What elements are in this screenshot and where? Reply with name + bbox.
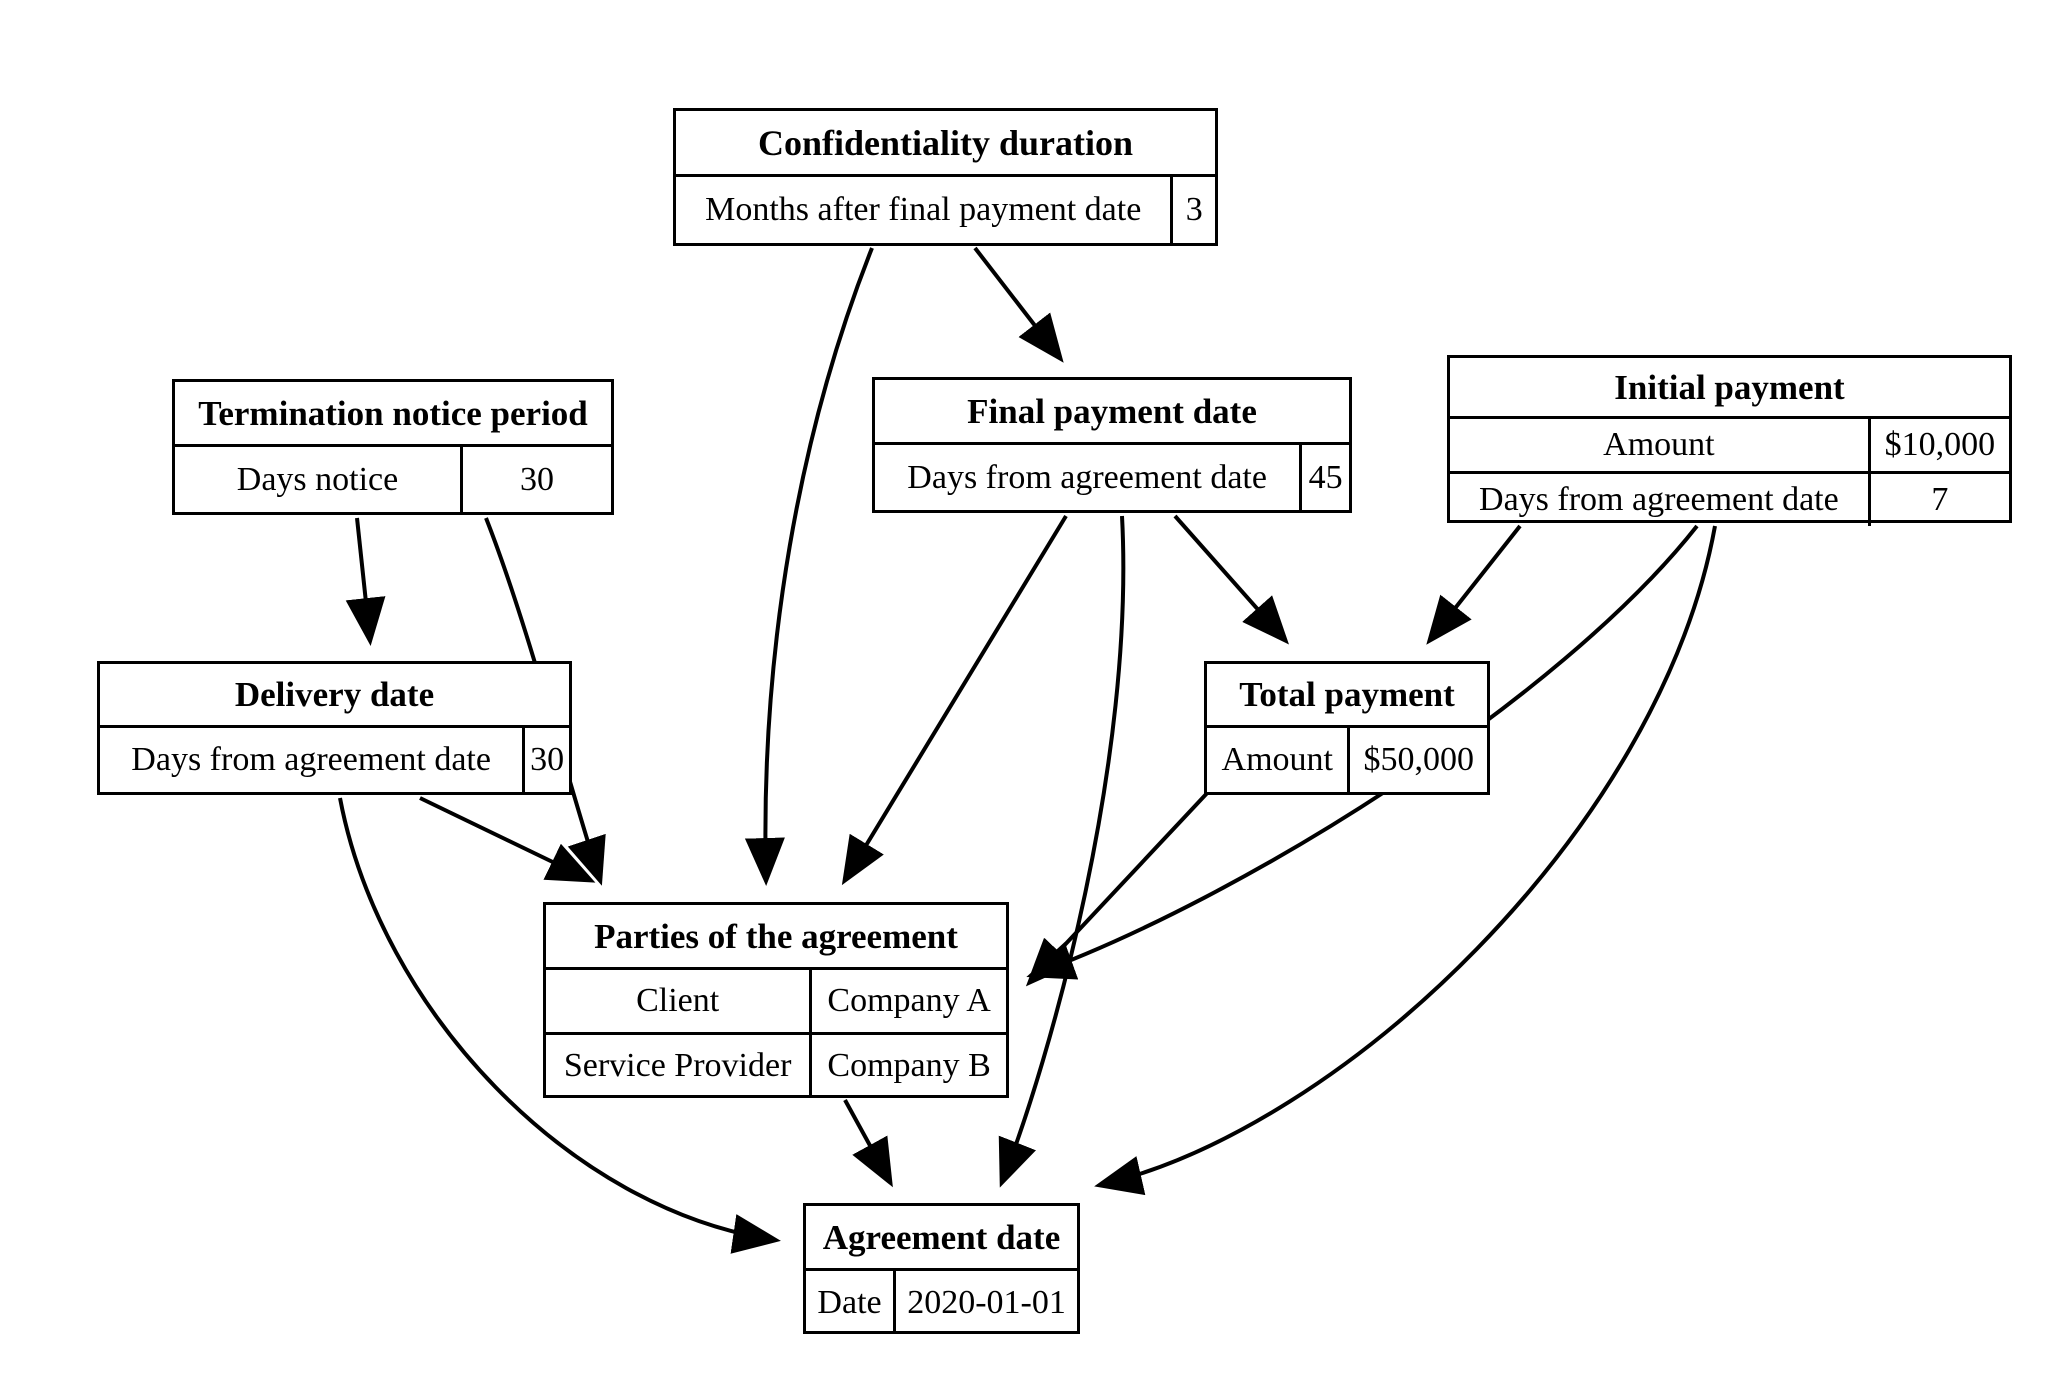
edge-delivery-to-parties (419, 796, 596, 883)
node-title: Agreement date (822, 1217, 1061, 1257)
node-title: Termination notice period (198, 393, 588, 433)
node-row: Client Company A (546, 967, 1006, 1032)
edge-parties-to-agreement (843, 1099, 893, 1188)
row-value: $10,000 (1884, 426, 1996, 463)
row-value: 2020-01-01 (907, 1283, 1066, 1321)
node-row: Date 2020-01-01 (806, 1268, 1077, 1334)
row-key: Client (546, 970, 813, 1032)
row-value: Company A (827, 982, 991, 1019)
row-key: Days notice (175, 447, 464, 512)
row-value: 7 (1931, 481, 1949, 518)
edge-termination-to-delivery (345, 517, 386, 646)
node-title: Initial payment (1614, 367, 1845, 407)
row-value: $50,000 (1363, 741, 1474, 778)
node-termination-notice-period[interactable]: Termination notice period Days notice 30 (172, 379, 614, 515)
row-value: 30 (530, 741, 565, 778)
edge-total-payment-to-parties (1025, 788, 1212, 987)
node-row: Days from agreement date 7 (1450, 471, 2009, 526)
row-value: 45 (1308, 458, 1343, 496)
node-row: Days from agreement date 30 (100, 725, 569, 792)
node-delivery-date[interactable]: Delivery date Days from agreement date 3… (97, 661, 572, 795)
edge-final-payment-to-total (1173, 514, 1289, 645)
edge-confidentiality-to-parties (744, 247, 874, 886)
edge-final-payment-to-parties (841, 514, 1068, 886)
node-title: Confidentiality duration (757, 122, 1134, 163)
node-title: Parties of the agreement (594, 916, 958, 956)
node-title: Total payment (1239, 675, 1455, 714)
row-key: Date (806, 1271, 897, 1334)
row-key: Months after final payment date (676, 177, 1174, 243)
edge-final-payment-to-agreement (998, 515, 1126, 1188)
node-row: Amount $50,000 (1207, 725, 1487, 792)
row-key: Days from agreement date (875, 445, 1303, 510)
node-row: Months after final payment date 3 (676, 174, 1215, 243)
edge-initial-payment-to-agreement (1094, 525, 1717, 1196)
node-agreement-date[interactable]: Agreement date Date 2020-01-01 (803, 1203, 1080, 1334)
node-title: Final payment date (967, 391, 1257, 431)
row-value: 30 (520, 460, 555, 498)
node-initial-payment[interactable]: Initial payment Amount $10,000 Days from… (1447, 355, 2012, 526)
row-key: Service Provider (546, 1035, 813, 1097)
row-value: Company B (827, 1047, 991, 1084)
row-key: Days from agreement date (1450, 474, 1871, 526)
edge-confidentiality-to-final-payment (973, 246, 1064, 363)
edge-initial-payment-to-total (1426, 524, 1522, 645)
node-final-payment-date[interactable]: Final payment date Days from agreement d… (872, 377, 1352, 513)
node-row: Days from agreement date 45 (875, 442, 1349, 510)
row-key: Amount (1207, 728, 1351, 792)
node-row: Days notice 30 (175, 444, 611, 512)
node-confidentiality-duration[interactable]: Confidentiality duration Months after fi… (673, 108, 1218, 246)
node-row: Amount $10,000 (1450, 416, 2009, 471)
node-total-payment[interactable]: Total payment Amount $50,000 (1204, 661, 1490, 795)
node-parties-of-the-agreement[interactable]: Parties of the agreement Client Company … (543, 902, 1009, 1098)
row-value: 3 (1185, 191, 1203, 228)
row-key: Amount (1450, 419, 1871, 471)
node-row: Service Provider Company B (546, 1032, 1006, 1097)
node-title: Delivery date (234, 675, 435, 714)
row-key: Days from agreement date (100, 728, 526, 792)
